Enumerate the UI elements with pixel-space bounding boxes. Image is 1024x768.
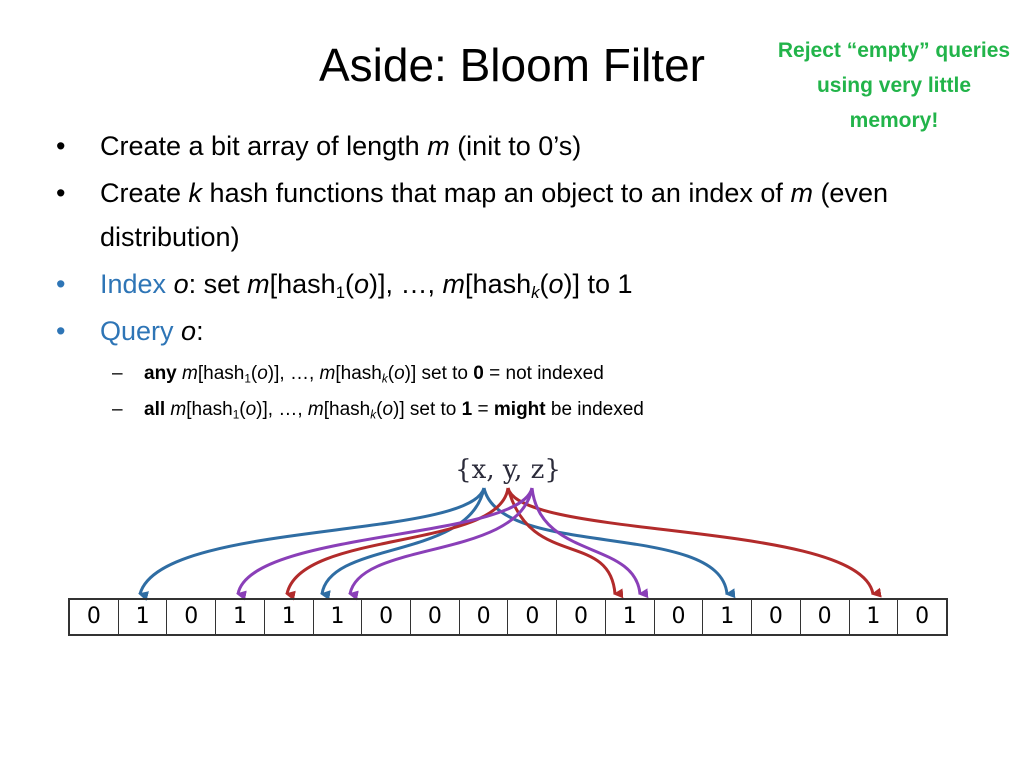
var-m: m [170,399,187,420]
bullet-text: [hash [335,363,382,384]
bullet-text: [hash [465,269,532,299]
subscript: k [370,408,377,422]
subbullet-any: – any m[hash1(o)], …, m[hashk(o)] set to… [56,356,956,392]
index-label: Index [100,269,167,299]
hash-arg: (o)], …, [239,399,308,420]
bullet-text: : [196,316,204,346]
bit-cell: 1 [216,600,265,634]
bit-cell: 1 [314,600,363,634]
bit-cell: 0 [801,600,850,634]
bullet-text: = not indexed [483,363,604,384]
arrow-y-3 [506,487,882,598]
var-m: m [307,399,324,420]
bullet-text: [hash [186,399,233,420]
bit-cell: 0 [557,600,606,634]
bullet-dot-icon: • [56,131,66,161]
bit-cell: 0 [362,600,412,634]
arrow-z-2 [348,487,534,601]
subscript: k [531,283,540,303]
var-m: m [182,363,198,384]
arrow-x-1 [138,487,486,601]
bullet-query: • Query o: [56,309,956,353]
bullet-text: : set [188,269,248,299]
bullet-text: Create [100,178,189,208]
bold-might: might [493,399,546,420]
arrow-z-3 [530,487,649,599]
bullet-text: Create a bit array of length [100,131,428,161]
hash-arg: (o)], …, [345,269,443,299]
bullet-text: (even distribution) [100,178,888,252]
bullet-hash-functions: • Create k hash functions that map an ob… [56,171,956,259]
arrow-y-1 [285,487,510,601]
arrow-x-2 [320,487,486,601]
bullet-text: hash functions that map an object to an … [202,178,791,208]
dash-icon: – [112,363,123,384]
bold-value: 0 [473,363,484,384]
callout-note: Reject “empty” queries using very little… [777,39,1011,132]
subbullet-all: – all m[hash1(o)], …, m[hashk(o)] set to… [56,392,956,428]
subscript: k [381,372,388,386]
var-m: m [442,269,466,299]
var-m: m [790,178,813,208]
bullet-text: (init to 0’s) [449,131,582,161]
arrow-z-1 [236,487,534,601]
bullet-dot-icon: • [56,316,66,346]
query-label: Query [100,316,174,346]
bit-cell: 0 [70,600,119,634]
bit-cell: 0 [167,600,217,634]
bullet-text: = [472,399,494,420]
bullet-text: be indexed [545,399,644,420]
bit-cell: 1 [119,600,168,634]
bold-any: any [144,363,177,384]
bullet-index: • Index o: set m[hash1(o)], …, m[hashk(o… [56,262,956,306]
bit-cell: 0 [508,600,558,634]
var-m: m [319,363,336,384]
subscript: 1 [232,408,240,422]
bold-value: 1 [461,399,473,420]
hash-arg: (o)] to 1 [539,269,633,299]
bit-cell: 0 [411,600,460,634]
bit-cell: 1 [703,600,753,634]
bullet-text: [hash [323,399,371,420]
bold-all: all [144,399,166,420]
bit-cell: 0 [655,600,704,634]
hash-arg: (o)] set to [376,399,462,420]
subscript: 1 [335,283,346,303]
var-o: o [173,269,189,299]
bit-cell: 0 [752,600,801,634]
dash-icon: – [112,399,123,420]
bullet-bit-array: • Create a bit array of length m (init t… [56,124,956,168]
bullet-list: • Create a bit array of length m (init t… [56,124,956,428]
bit-cell: 0 [460,600,509,634]
subscript: 1 [244,372,251,386]
set-label: {x, y, z} [455,455,561,485]
bullet-dot-icon: • [56,178,66,208]
bit-cell: 1 [850,600,899,634]
bullet-text: [hash [197,363,245,384]
bit-cell: 1 [265,600,314,634]
bullet-dot-icon: • [56,269,66,299]
hash-arg: (o)], …, [250,363,320,384]
bit-cell: 0 [915,604,930,629]
hash-arg: (o)] set to [387,363,474,384]
var-k: k [188,178,203,208]
bit-cell: 1 [606,600,655,634]
var-m: m [247,269,270,299]
var-o: o [181,316,197,346]
var-m: m [427,131,450,161]
slide-title: Aside: Bloom Filter [318,39,705,91]
bullet-text: [hash [269,269,336,299]
